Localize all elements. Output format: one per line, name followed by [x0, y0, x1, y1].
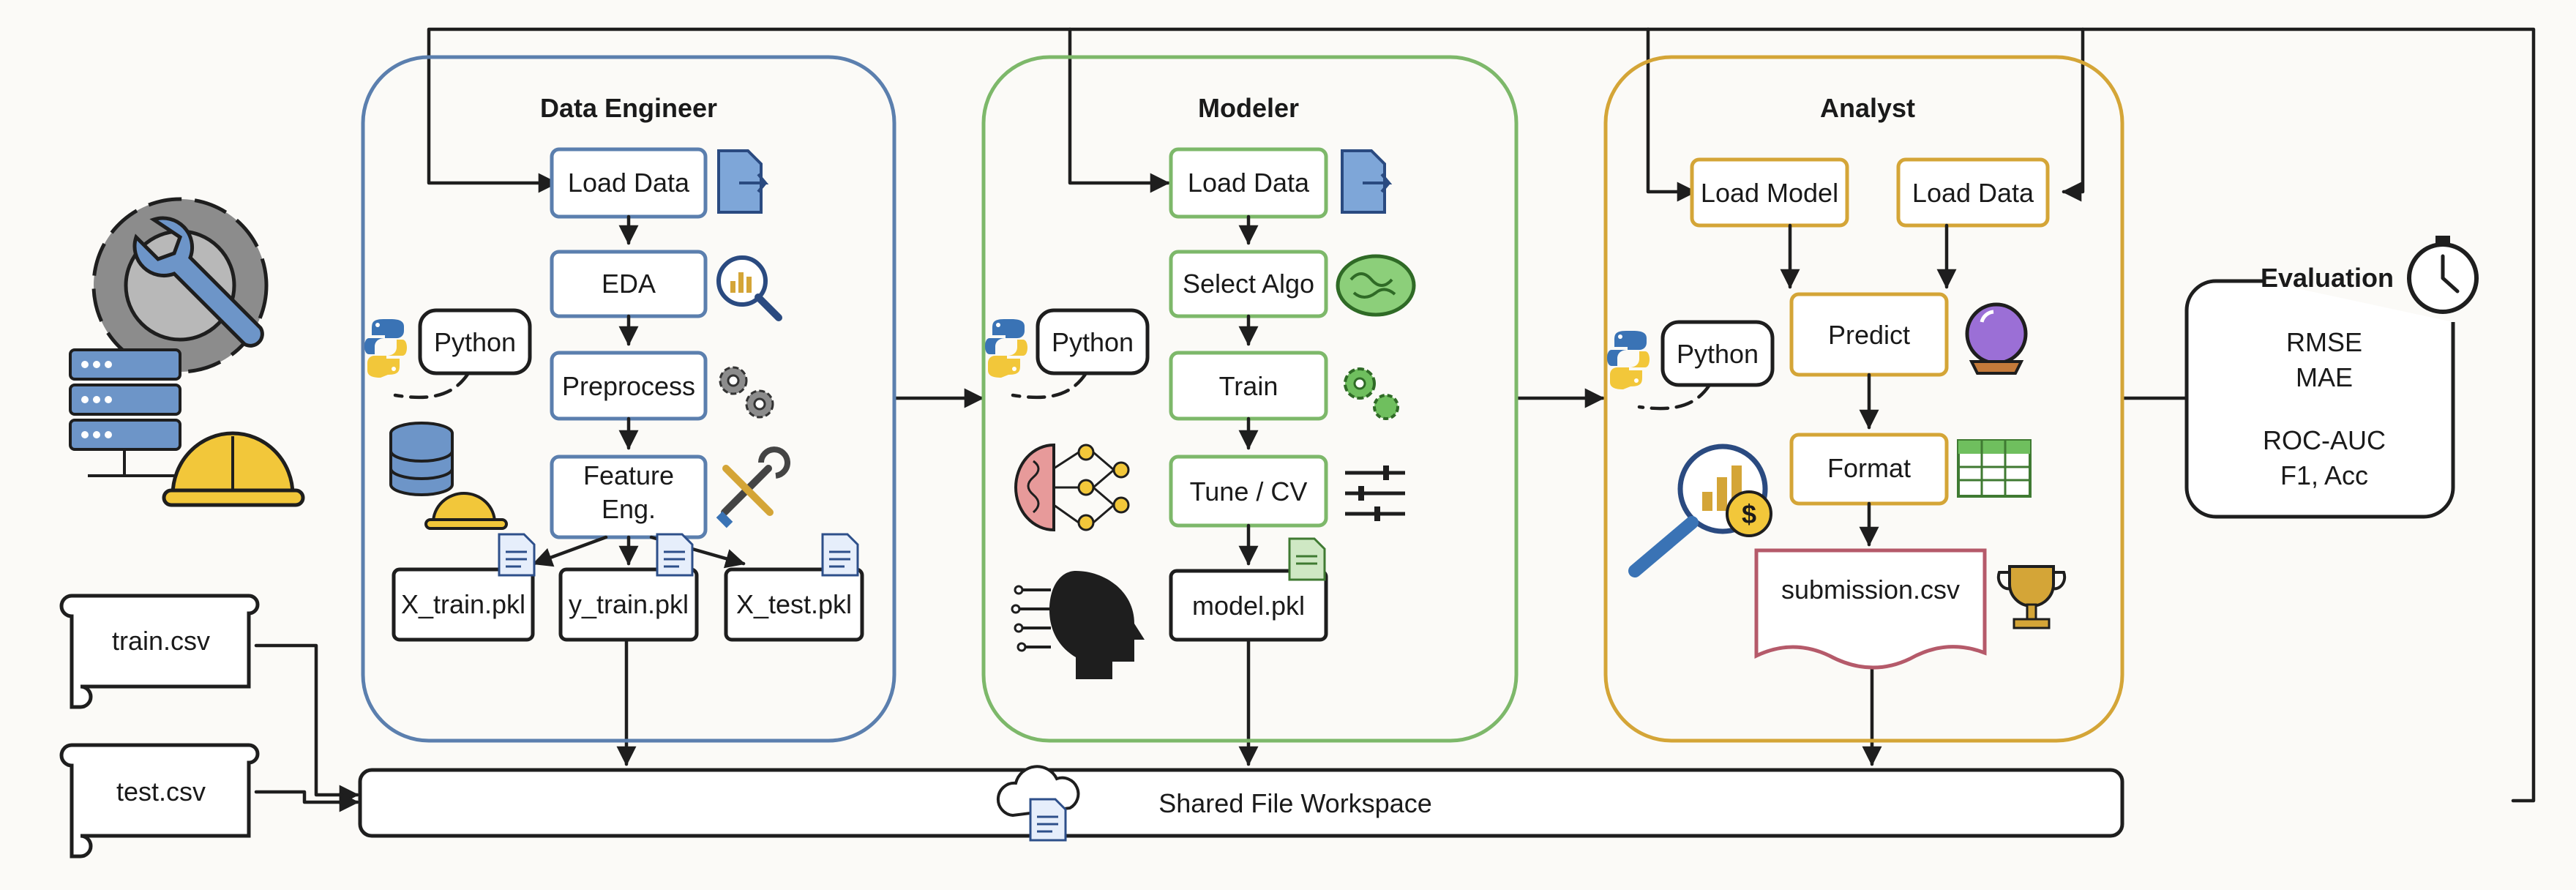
feedback-to-modeler	[1068, 27, 1170, 193]
predict-label: Predict	[1828, 320, 1910, 350]
x-train-file	[392, 567, 535, 642]
arrow-test-to-workspace	[254, 790, 359, 812]
brain-icon	[1336, 254, 1416, 317]
metric-roc-auc: ROC-AUC	[2263, 425, 2386, 455]
test-csv-label: test.csv	[116, 777, 206, 807]
modeler-title: Modeler	[1198, 93, 1299, 123]
shared-workspace-bar	[358, 768, 2124, 838]
submission-label: submission.csv	[1781, 575, 1960, 605]
analyst-title: Analyst	[1820, 93, 1915, 123]
trophy-icon	[1996, 565, 2067, 629]
neural-network-icon	[1014, 443, 1130, 532]
x-train-label: X_train.pkl	[401, 589, 525, 619]
load-model-step	[1690, 157, 1849, 228]
gears-icon	[1344, 367, 1399, 420]
hard-hat-icon	[162, 431, 305, 507]
load-data-document-icon	[1341, 149, 1393, 214]
document-icon	[498, 533, 536, 577]
load-model-label: Load Model	[1701, 178, 1838, 208]
format-label: Format	[1827, 453, 1911, 483]
de-eda-label: EDA	[602, 269, 656, 299]
python-icon	[1607, 331, 1650, 389]
feedback-to-analyst-data	[2062, 27, 2085, 202]
arrow-train-to-workspace	[254, 643, 359, 805]
metric-mae: MAE	[2296, 362, 2353, 392]
money-magnifier-icon: $	[1628, 444, 1772, 577]
select-algo-label: Select Algo	[1183, 269, 1314, 299]
x-test-file	[724, 567, 864, 642]
train-label: Train	[1219, 371, 1278, 401]
data-engineer-panel	[361, 55, 896, 743]
de-load-data-label: Load Data	[568, 168, 690, 198]
modeler-panel	[981, 55, 1519, 743]
evaluation-box	[2184, 279, 2455, 519]
python-icon	[364, 319, 407, 378]
analyst-load-data-step	[1896, 157, 2050, 228]
python-icon	[985, 319, 1027, 378]
test-csv-scroll	[59, 743, 260, 859]
modeler-python-label: Python	[1052, 327, 1134, 357]
evaluation-title: Evaluation	[2261, 263, 2394, 293]
crystal-ball-icon	[1965, 302, 2028, 375]
server-icon	[69, 348, 181, 477]
feedback-to-load-model	[1646, 27, 1697, 202]
de-feature-label: Feature	[583, 460, 674, 490]
document-icon	[656, 533, 694, 577]
svg-text:$: $	[1742, 499, 1756, 529]
submission-file	[1754, 548, 1987, 670]
de-preprocess-label: Preprocess	[562, 371, 695, 401]
metric-rmse: RMSE	[2286, 327, 2362, 357]
tools-icon	[716, 446, 790, 528]
de-python-bubble	[418, 308, 532, 375]
train-csv-label: train.csv	[112, 626, 210, 656]
y-train-label: y_train.pkl	[569, 589, 689, 619]
tune-cv-label: Tune / CV	[1190, 476, 1308, 506]
y-train-file	[558, 567, 699, 642]
metric-f1-acc: F1, Acc	[2280, 460, 2368, 490]
ai-head-icon	[1011, 571, 1145, 679]
gear-wrench-icon	[91, 197, 269, 374]
document-icon	[821, 533, 859, 577]
analyst-python-bubble	[1660, 320, 1775, 387]
document-icon	[1288, 537, 1326, 581]
model-pkl-label: model.pkl	[1192, 591, 1305, 621]
de-eng-label: Eng.	[602, 494, 656, 524]
database-icon	[389, 422, 454, 496]
de-python-label: Python	[434, 327, 516, 357]
analyst-panel	[1603, 55, 2124, 743]
load-data-document-icon	[717, 149, 769, 214]
stopwatch-icon	[2407, 236, 2479, 314]
workspace-label: Shared File Workspace	[1158, 788, 1432, 818]
spreadsheet-icon	[1957, 439, 2032, 498]
analyst-load-data-label: Load Data	[1912, 178, 2034, 208]
modeler-load-data-label: Load Data	[1188, 168, 1310, 198]
gears-icon	[719, 366, 774, 419]
analyst-python-label: Python	[1677, 339, 1759, 369]
modeler-python-bubble	[1036, 308, 1150, 375]
cloud-icon	[996, 765, 1080, 842]
train-csv-scroll	[59, 594, 260, 709]
magnifier-chart-icon	[716, 255, 782, 321]
data-engineer-title: Data Engineer	[540, 93, 717, 123]
feedback-bus-line	[427, 27, 2536, 803]
x-test-label: X_test.pkl	[736, 589, 852, 619]
hard-hat-icon	[424, 492, 508, 530]
model-pkl-file	[1169, 569, 1328, 642]
sliders-icon	[1345, 465, 1405, 521]
